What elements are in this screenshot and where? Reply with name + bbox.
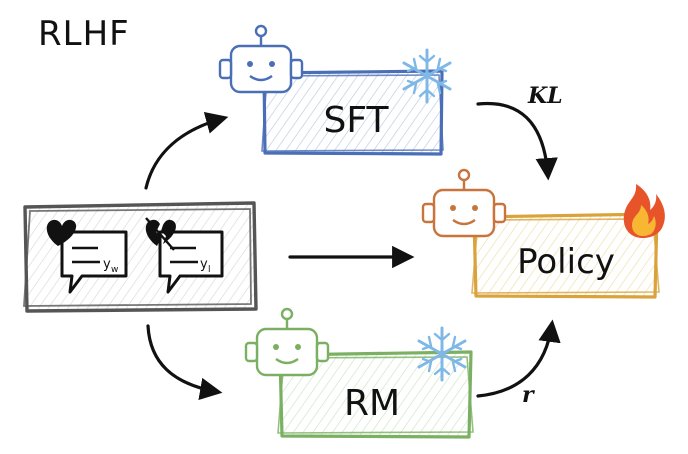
preference-data-node: y w y l [23, 201, 258, 313]
arrow-rm-to-policy [476, 319, 561, 398]
sft-label: SFT [324, 100, 390, 141]
rejected-response-bubble: y l [145, 217, 224, 294]
broken-heart-icon [145, 217, 176, 251]
rm-node: RM [244, 307, 474, 439]
svg-text:y: y [103, 257, 111, 272]
rm-snowflake-icon [417, 326, 467, 382]
policy-label: Policy [517, 242, 615, 282]
chosen-subscript: w [111, 265, 118, 275]
policy-robot-icon [421, 168, 507, 238]
arrow-data-to-sft [144, 111, 229, 190]
sft-snowflake-icon [402, 48, 452, 104]
svg-text:y: y [200, 257, 208, 272]
chosen-response-bubble: y w [46, 219, 128, 294]
sft-robot-icon [218, 24, 304, 94]
rm-label: RM [344, 383, 400, 424]
sft-node: SFT [218, 24, 452, 156]
rm-robot-icon [244, 307, 330, 377]
diagram-title: RLHF [38, 14, 130, 54]
arrow-data-to-rm [146, 324, 223, 400]
arrow-sft-to-policy [476, 101, 558, 181]
policy-fire-icon [623, 184, 665, 238]
kl-label: KL [527, 83, 563, 109]
rejected-subscript: l [208, 265, 211, 275]
heart-icon [46, 219, 77, 246]
reward-label: r [522, 382, 535, 408]
policy-node: Policy [421, 168, 665, 299]
